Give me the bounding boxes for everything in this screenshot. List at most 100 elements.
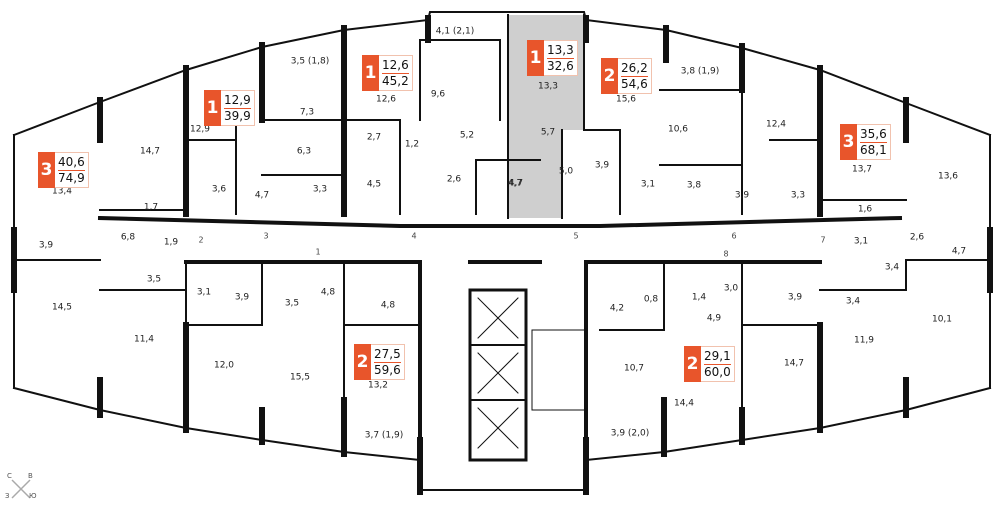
room-area-label: 13,6: [937, 171, 959, 182]
room-area-label: 1,2: [404, 139, 420, 150]
room-area-label: 15,5: [289, 372, 311, 383]
room-count: 2: [684, 346, 701, 382]
room-area-label: 3,6: [211, 184, 227, 195]
room-area-label: 13,2: [367, 380, 389, 391]
compass-west: З: [5, 492, 10, 500]
entrance-number: 7: [820, 235, 826, 245]
compass-east: В: [28, 472, 33, 480]
room-area-label: 3,9: [734, 190, 750, 201]
room-area-label: 4,8: [320, 287, 336, 298]
living-area: 39,9: [224, 108, 251, 123]
room-area-label: 12,6: [375, 94, 397, 105]
compass-cross-icon: [11, 479, 31, 499]
room-area-label: 1,6: [857, 204, 873, 215]
room-area-label: 5,7: [540, 127, 556, 138]
room-area-label: 10,7: [623, 363, 645, 374]
entrance-number: 1: [315, 247, 321, 257]
living-area: 45,2: [382, 73, 409, 88]
room-area-label: 3,4: [845, 296, 861, 307]
room-count: 1: [527, 40, 544, 76]
living-area: 59,6: [374, 362, 401, 377]
total-area: 27,5: [374, 346, 401, 363]
room-area-label: 3,7 (1,9): [364, 430, 404, 441]
room-area-label: 5,2: [459, 130, 475, 141]
room-area-label: 12,0: [213, 360, 235, 371]
total-area: 29,1: [704, 348, 731, 365]
room-area-label: 3,9: [234, 292, 250, 303]
room-area-label: 3,5: [146, 274, 162, 285]
living-area: 54,6: [621, 76, 648, 91]
total-area: 13,3: [547, 42, 574, 59]
room-area-label: 1,9: [163, 237, 179, 248]
living-area: 68,1: [860, 142, 887, 157]
room-area-label: 13,4: [51, 186, 73, 197]
room-area-label: 4,8: [380, 300, 396, 311]
room-area-label: 9,6: [430, 89, 446, 100]
room-area-label: 3,5 (1,8): [290, 56, 330, 67]
room-area-label: 5,0: [558, 166, 574, 177]
room-area-label: 3,3: [790, 190, 806, 201]
room-area-label: 2,6: [909, 232, 925, 243]
room-area-label: 3,9: [38, 240, 54, 251]
room-count: 1: [204, 90, 221, 126]
entrance-number: 2: [198, 235, 204, 245]
room-area-label: 3,5: [284, 298, 300, 309]
living-area: 74,9: [58, 170, 85, 185]
room-area-label: 4,5: [366, 179, 382, 190]
room-area-label: 2,7: [366, 132, 382, 143]
total-area: 40,6: [58, 154, 85, 171]
room-count: 2: [601, 58, 618, 94]
room-count: 3: [38, 152, 55, 188]
room-area-label: 4,7: [951, 246, 967, 257]
room-area-label: 13,3: [537, 81, 559, 92]
living-area: 60,0: [704, 364, 731, 379]
room-area-label: 14,5: [51, 302, 73, 313]
room-area-label: 3,4: [884, 262, 900, 273]
room-area-label: 4,2: [609, 303, 625, 314]
room-area-label: 10,6: [667, 124, 689, 135]
room-area-label: 1,4: [691, 292, 707, 303]
room-area-label: 6,3: [296, 146, 312, 157]
entrance-number: 6: [731, 231, 737, 241]
room-area-label: 3,9 (2,0): [610, 428, 650, 439]
room-count: 2: [354, 344, 371, 380]
room-area-label: 4,7: [254, 190, 270, 201]
room-area-label: 3,1: [196, 287, 212, 298]
room-area-label: 12,9: [189, 124, 211, 135]
room-area-label: 3,9: [594, 160, 610, 171]
room-area-label: 14,7: [139, 146, 161, 157]
compass-north: С: [7, 472, 12, 480]
room-count: 3: [840, 124, 857, 160]
room-area-label: 3,1: [640, 179, 656, 190]
entrance-number: 8: [723, 249, 729, 259]
room-area-label: 3,1: [853, 236, 869, 247]
room-area-label: 0,8: [643, 294, 659, 305]
entrance-number: 4: [411, 231, 417, 241]
room-area-label: 4,7: [507, 178, 523, 189]
room-area-label: 13,7: [851, 164, 873, 175]
room-area-label: 1,7: [143, 202, 159, 213]
room-area-label: 14,7: [783, 358, 805, 369]
room-count: 1: [362, 55, 379, 91]
room-area-label: 4,1 (2,1): [435, 26, 475, 37]
room-area-label: 7,3: [299, 107, 315, 118]
room-area-label: 12,4: [765, 119, 787, 130]
total-area: 35,6: [860, 126, 887, 143]
living-area: 32,6: [547, 58, 574, 73]
total-area: 12,6: [382, 57, 409, 74]
entrance-number: 5: [573, 231, 579, 241]
total-area: 12,9: [224, 92, 251, 109]
room-area-label: 11,9: [853, 335, 875, 346]
entrance-number: 3: [263, 231, 269, 241]
room-area-label: 3,9: [787, 292, 803, 303]
